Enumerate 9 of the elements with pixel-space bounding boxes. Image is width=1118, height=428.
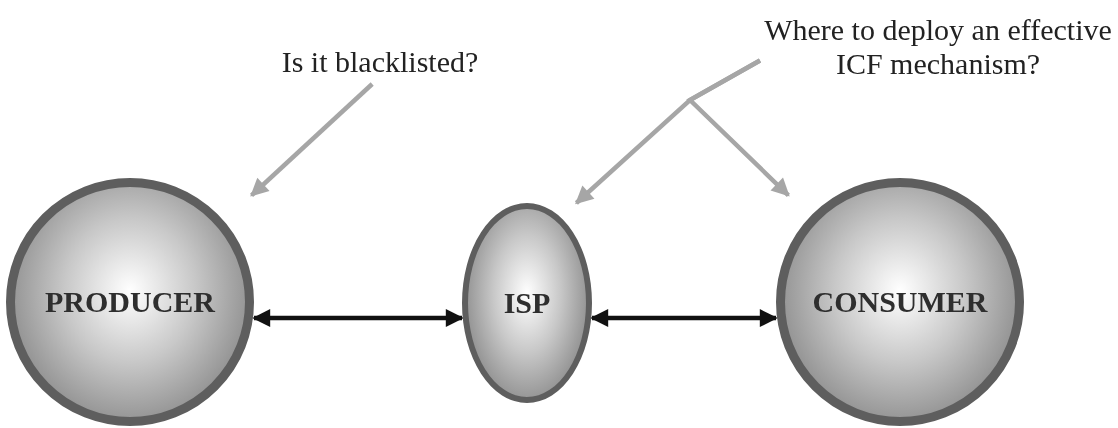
node-label: PRODUCER (45, 285, 215, 319)
question-text: Is it blacklisted? (281, 44, 479, 80)
node-label: ISP (503, 286, 551, 320)
node-label: CONSUMER (812, 285, 988, 319)
arrow (252, 309, 464, 328)
arrow (590, 309, 778, 328)
question-text: Where to deploy an effective ICF mechanism? (763, 12, 1113, 82)
arrow (250, 82, 374, 197)
arrow (686, 58, 790, 197)
